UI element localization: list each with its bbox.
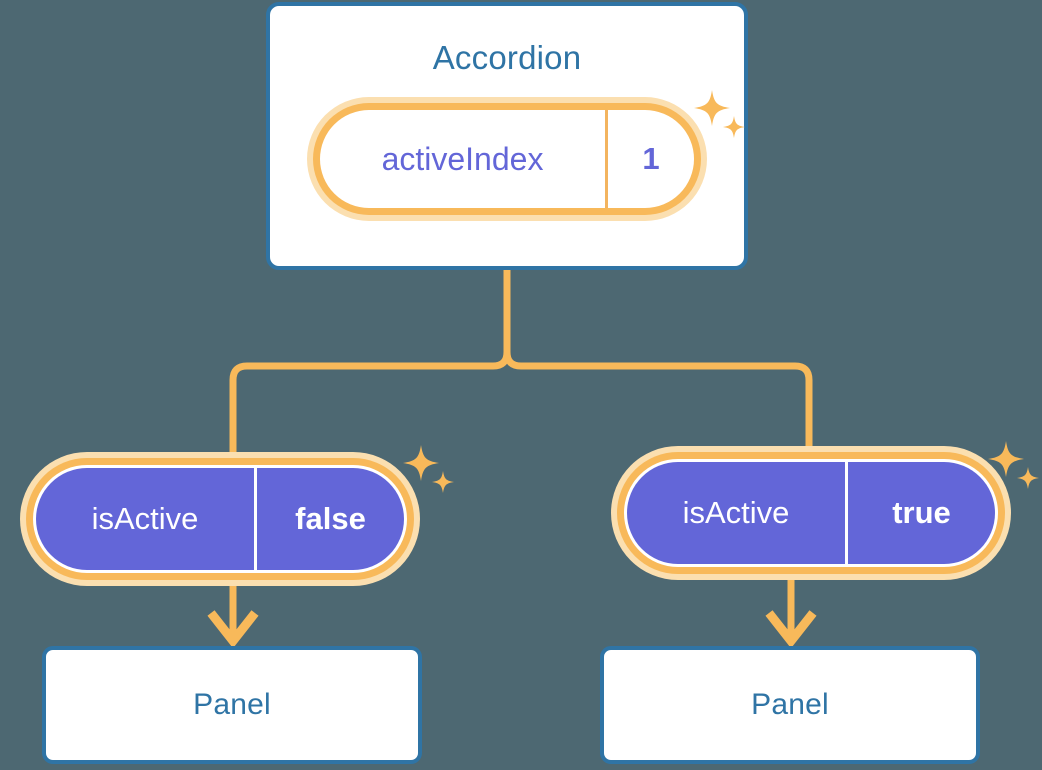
page-title: Accordion [432,39,582,76]
connector-trunk [229,266,511,474]
arrow-down-icon-left-head [207,610,259,649]
state-value-label: 1 [642,141,660,176]
panel-title: Panel [193,688,271,721]
pill-divider [845,462,848,564]
arrow-down-icon-right-head [765,610,817,649]
state-pill-is-active-right[interactable]: isActive true [611,446,1011,580]
pill-body: activeIndex 1 [320,110,694,208]
pill-body: isActive false [33,465,407,573]
pill-inner: isActive false [36,468,404,570]
panel-component-card-left[interactable]: Panel [42,646,422,764]
state-value-label: false [295,501,366,536]
state-key-label: isActive [682,495,790,530]
pill-inner: isActive true [627,462,995,564]
state-value-label: true [892,495,951,530]
state-key-label: activeIndex [381,140,544,177]
panel-title: Panel [751,688,829,721]
pill-divider [254,468,257,570]
pill-body: isActive true [624,459,998,567]
state-key-label: isActive [91,501,199,536]
state-pill-active-index[interactable]: activeIndex 1 [307,97,707,221]
panel-component-card-right[interactable]: Panel [600,646,980,764]
state-pill-is-active-left[interactable]: isActive false [20,452,420,586]
pill-divider [605,110,608,208]
